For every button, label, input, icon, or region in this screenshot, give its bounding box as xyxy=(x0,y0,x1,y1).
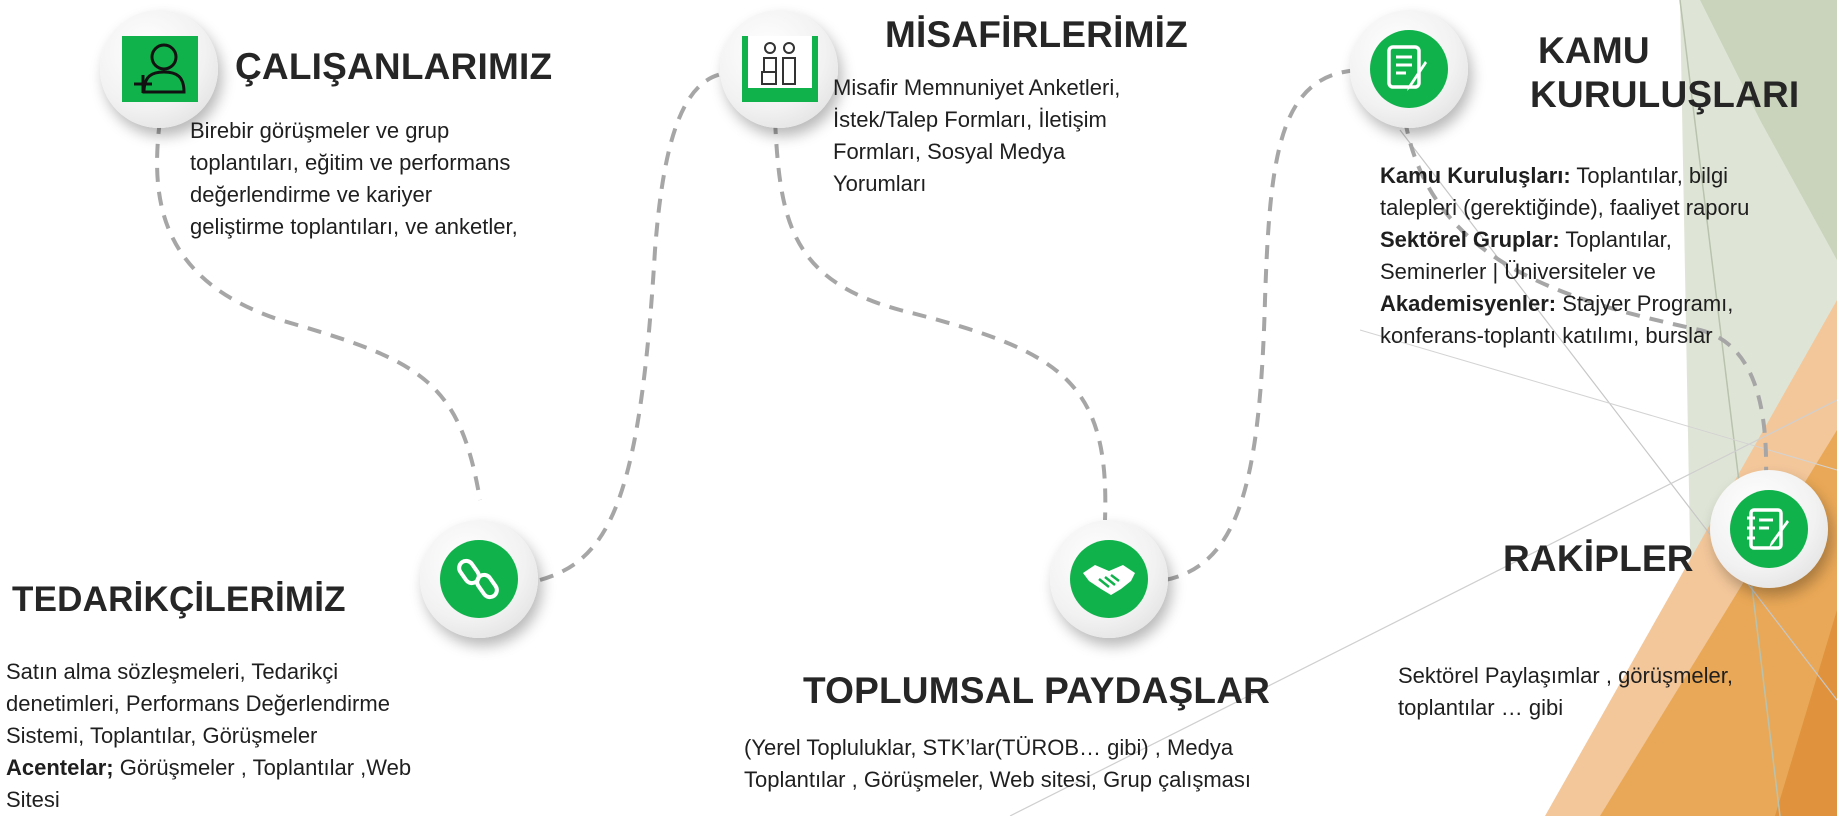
suppliers-icon-circle xyxy=(440,540,518,618)
employees-icon-box xyxy=(122,36,198,102)
employees-line: geliştirme toplantıları, ve anketler, xyxy=(190,214,518,239)
add-user-icon xyxy=(134,43,186,94)
employees-description: Birebir görüşmeler ve grup toplantıları,… xyxy=(190,115,518,243)
academics-line-text: Stajyer Programı, xyxy=(1556,291,1734,316)
competitors-icon-circle xyxy=(1730,490,1808,568)
guests-icon-box xyxy=(742,36,818,102)
orange-band-dark xyxy=(1775,610,1837,816)
thin-line-4 xyxy=(1359,329,1837,471)
academics-label-bold: Akademisyenler: xyxy=(1380,291,1557,316)
public-line: konferans-toplantı katılımı, burslar xyxy=(1380,323,1713,348)
sage-band-dark xyxy=(1700,0,1837,260)
handshake-icon xyxy=(1083,565,1135,595)
agencies-label-bold: Acentelar; xyxy=(6,755,114,780)
document-edit-icon xyxy=(1387,45,1427,91)
employees-title: ÇALIŞANLARIMIZ xyxy=(235,46,553,87)
connector-segment-4 xyxy=(1164,68,1366,582)
guests-line: Yorumları xyxy=(833,171,927,196)
competitors-line: toplantılar … gibi xyxy=(1398,695,1564,720)
society-node xyxy=(1050,520,1168,638)
public-line: talepleri (gerektiğinde), faaliyet rapor… xyxy=(1380,195,1750,220)
travelers-icon xyxy=(761,42,796,85)
employees-node xyxy=(100,10,218,128)
guests-line: Misafir Memnuniyet Anketleri, xyxy=(833,75,1121,100)
employees-line: Birebir görüşmeler ve grup xyxy=(190,118,450,143)
society-description: (Yerel Topluluklar, STK’lar(TÜROB… gibi)… xyxy=(744,732,1251,796)
employees-line: toplantıları, eğitim ve performans xyxy=(190,150,511,175)
public-institutions-title-2: KURULUŞLARI xyxy=(1530,74,1800,115)
agencies-line-text: Görüşmeler , Toplantılar ,Web xyxy=(113,755,412,780)
suppliers-line: Sistemi, Toplantılar, Görüşmeler xyxy=(6,723,318,748)
society-icon-circle xyxy=(1070,540,1148,618)
suppliers-description: Satın alma sözleşmeleri, Tedarikçi denet… xyxy=(6,656,411,816)
chain-link-icon xyxy=(457,558,499,600)
competitors-title: RAKİPLER xyxy=(1503,538,1694,579)
suppliers-line: Sitesi xyxy=(6,787,60,812)
competitors-line: Sektörel Paylaşımlar , görüşmeler, xyxy=(1398,663,1734,688)
suppliers-title: TEDARİKÇİLERİMİZ xyxy=(12,580,346,619)
competitors-description: Sektörel Paylaşımlar , görüşmeler, topla… xyxy=(1398,660,1733,724)
thin-line-2 xyxy=(1399,129,1837,701)
society-title: TOPLUMSAL PAYDAŞLAR xyxy=(803,670,1271,711)
public-line-text: Toplantılar, bilgi xyxy=(1570,163,1729,188)
thin-line-1 xyxy=(1679,0,1781,816)
sector-line-text: Toplantılar, xyxy=(1559,227,1672,252)
guests-node xyxy=(720,10,838,128)
guests-description: Misafir Memnuniyet Anketleri, İstek/Tale… xyxy=(833,72,1120,200)
society-line: Toplantılar , Görüşmeler, Web sitesi, Gr… xyxy=(744,767,1251,792)
connector-segment-3 xyxy=(773,119,1108,521)
public-label-bold: Kamu Kuruluşları: xyxy=(1380,163,1571,188)
public-institutions-title-1: KAMU xyxy=(1538,30,1650,71)
public-institutions-icon-circle xyxy=(1370,30,1448,108)
society-line: (Yerel Topluluklar, STK’lar(TÜROB… gibi)… xyxy=(744,735,1234,760)
public-line: Seminerler | Üniversiteler ve xyxy=(1380,259,1656,284)
sector-label-bold: Sektörel Gruplar: xyxy=(1380,227,1560,252)
competitors-node xyxy=(1710,470,1828,588)
public-institutions-description: Kamu Kuruluşları: Toplantılar, bilgi tal… xyxy=(1380,160,1749,352)
guests-line: İstek/Talep Formları, İletişim xyxy=(833,107,1107,132)
suppliers-line: denetimleri, Performans Değerlendirme xyxy=(6,691,390,716)
employees-line: değerlendirme ve kariyer xyxy=(190,182,433,207)
thin-line-3 xyxy=(1009,399,1837,816)
suppliers-line: Satın alma sözleşmeleri, Tedarikçi xyxy=(6,659,339,684)
connector-segment-2 xyxy=(539,70,751,582)
guests-line: Formları, Sosyal Medya xyxy=(833,139,1066,164)
connector-segment-1 xyxy=(155,119,482,501)
connector-segment-5 xyxy=(1403,119,1769,501)
notebook-edit-icon xyxy=(1747,508,1789,550)
guests-title: MİSAFİRLERİMİZ xyxy=(885,14,1188,55)
public-institutions-node xyxy=(1350,10,1468,128)
suppliers-node xyxy=(420,520,538,638)
